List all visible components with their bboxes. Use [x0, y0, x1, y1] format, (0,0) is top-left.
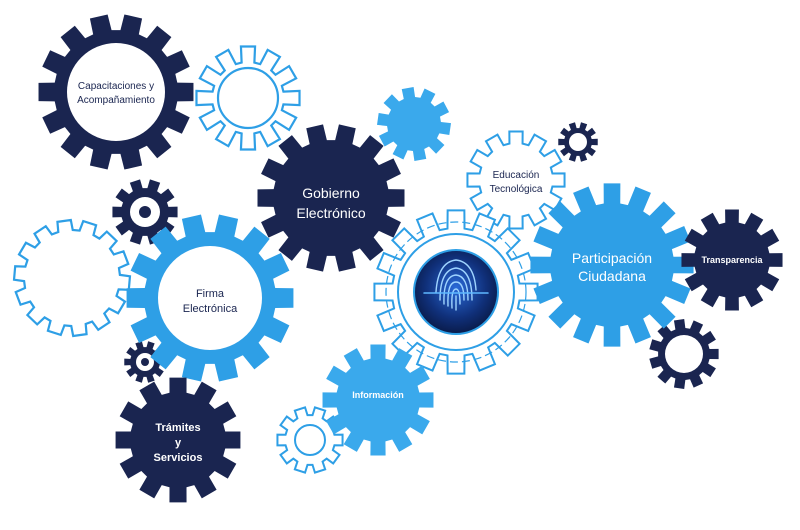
gear-gobierno: Gobierno Electrónico — [257, 124, 405, 272]
gear-participacion: Participación Ciudadana — [530, 183, 694, 347]
gear-informacion: Información — [322, 344, 434, 456]
gobierno-label-2: Electrónico — [296, 205, 365, 221]
gear-outline-top — [195, 45, 301, 151]
informacion-label: Información — [352, 390, 404, 400]
capacitaciones-label-1: Capacitaciones y — [78, 81, 154, 92]
gear-educacion: Educación Tecnológica — [466, 130, 566, 230]
educacion-label-2: Tecnológica — [490, 184, 543, 195]
educacion-label-1: Educación — [493, 170, 540, 181]
participacion-label-2: Ciudadana — [578, 268, 646, 284]
gear-capacitaciones: Capacitaciones y Acompañamiento — [38, 14, 194, 170]
transparencia-label: Transparencia — [701, 255, 763, 265]
gear-firma: Firma Electrónica — [126, 214, 294, 382]
gear-tramites: Trámites y Servicios — [115, 377, 241, 503]
gear-navy-small-4 — [649, 319, 719, 389]
gear-blue-small — [377, 87, 451, 161]
gear-outline-bottom-small — [276, 406, 344, 474]
firma-label-2: Electrónica — [183, 303, 238, 315]
tramites-label-2: y — [175, 437, 182, 449]
capacitaciones-label-2: Acompañamiento — [77, 95, 155, 106]
gear-navy-small-3 — [558, 122, 598, 162]
gear-outline-left — [12, 218, 132, 338]
participacion-label-1: Participación — [572, 250, 652, 266]
tramites-label-1: Trámites — [155, 422, 200, 434]
firma-label-1: Firma — [196, 288, 225, 300]
gear-navy-small-1 — [112, 179, 178, 245]
gobierno-label-1: Gobierno — [302, 185, 360, 201]
gear-center — [373, 209, 539, 375]
tramites-label-3: Servicios — [154, 452, 203, 464]
gear-transparencia: Transparencia — [681, 209, 783, 311]
fingerprint-icon — [423, 259, 489, 311]
